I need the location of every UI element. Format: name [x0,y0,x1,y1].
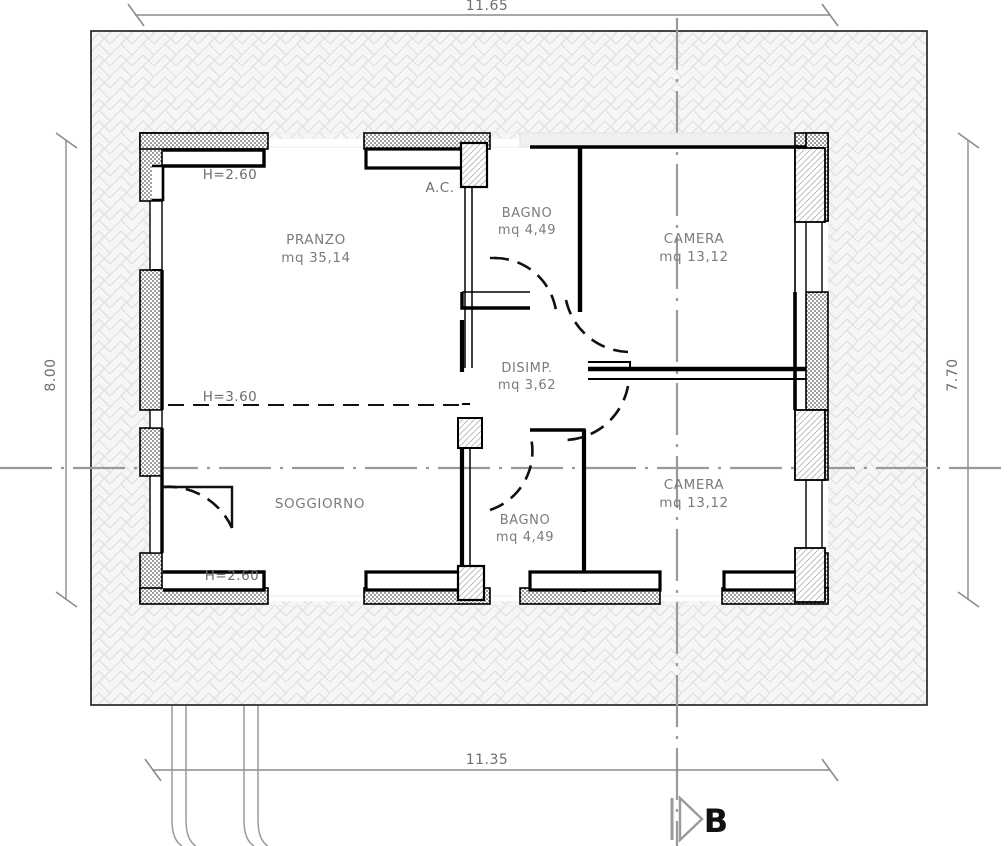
label-height-middle: H=3.60 [203,389,258,405]
dimension-right-value: 7.70 [945,358,961,391]
dimension-bottom: 11.35 [144,752,839,782]
room-label-camera-bottom-area: mq 13,12 [659,495,728,511]
room-label-bagno-bottom-name: BAGNO [500,513,551,528]
room-label-bagno-top-area: mq 4,49 [498,223,556,238]
room-label-camera-top-name: CAMERA [664,231,725,247]
room-label-camera-top-area: mq 13,12 [659,249,728,265]
dimension-bottom-value: 11.35 [466,752,509,768]
section-marker-b: B [670,795,728,843]
room-label-disimpegno-name: DISIMP. [501,361,552,376]
downspout-lines [171,706,269,846]
room-label-bagno-top-name: BAGNO [502,206,553,221]
label-ac: A.C. [425,180,454,196]
room-label-pranzo-name: PRANZO [286,232,346,248]
room-label-soggiorno-name: SOGGIORNO [275,496,365,512]
label-height-top: H=2.60 [203,167,258,183]
dimension-right: 7.70 [945,132,980,608]
door-swings [161,256,630,529]
room-label-pranzo-area: mq 35,14 [281,250,350,266]
dimension-left-value: 8.00 [43,358,59,391]
dimension-top: 11.65 [127,0,839,27]
annotations: A.C. H=2.60 H=3.60 H=2.60 [203,167,454,584]
label-height-bottom: H=2.60 [205,568,260,584]
wall-outlines [140,132,826,603]
section-marker-letter: B [704,802,728,840]
room-label-camera-bottom-name: CAMERA [664,477,725,493]
dimension-top-value: 11.65 [466,0,509,14]
room-label-disimpegno-area: mq 3,62 [498,378,556,393]
room-labels: PRANZO mq 35,14 SOGGIORNO BAGNO mq 4,49 … [275,206,728,545]
dimension-left: 8.00 [43,132,78,608]
room-label-bagno-bottom-area: mq 4,49 [496,530,554,545]
